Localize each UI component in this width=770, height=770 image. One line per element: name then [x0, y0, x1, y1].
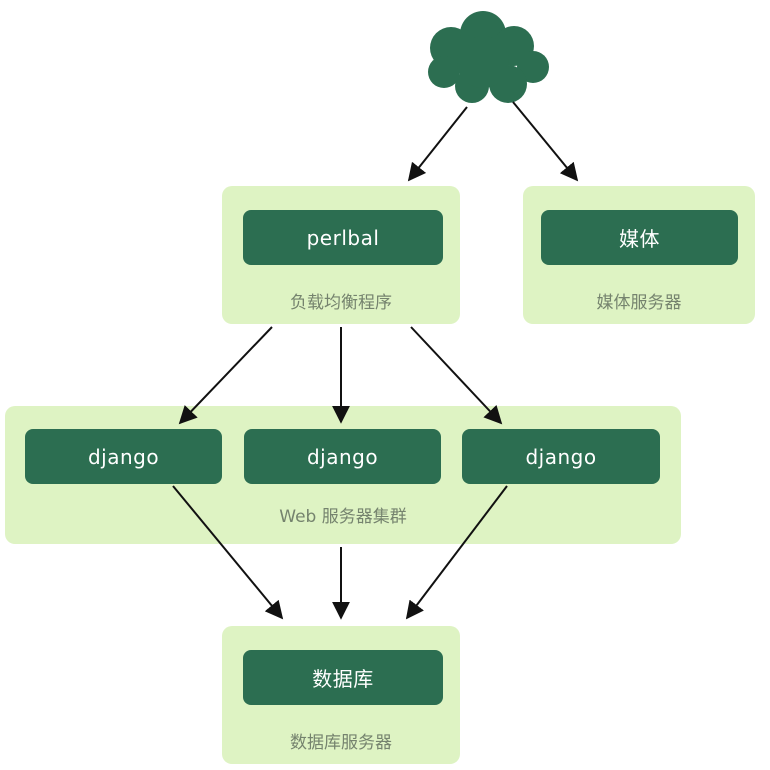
- database-caption: 数据库服务器: [290, 733, 392, 753]
- cloud-icon: [428, 11, 549, 103]
- loadbalancer-caption: 负载均衡程序: [290, 293, 392, 313]
- django-node-1: django: [25, 429, 222, 484]
- django-node-2-label: django: [306, 444, 379, 469]
- perlbal-node: perlbal: [243, 210, 443, 265]
- media-node-label: 媒体: [619, 227, 660, 251]
- media-caption: 媒体服务器: [596, 293, 682, 313]
- database-node-label: 数据库: [312, 667, 374, 691]
- django-node-1-label: django: [87, 444, 160, 469]
- django-node-3-label: django: [525, 444, 597, 469]
- arrow-cloud-to-loadbalancer: [407, 106, 468, 182]
- media-node: 媒体: [541, 210, 738, 265]
- arrow-cloud-to-media: [512, 101, 579, 182]
- database-node: 数据库: [243, 650, 443, 705]
- perlbal-node-label: perlbal: [306, 225, 380, 250]
- django-node-3: django: [462, 429, 660, 484]
- webcluster-caption: Web 服务器集群: [279, 507, 407, 527]
- django-node-2: django: [244, 429, 441, 484]
